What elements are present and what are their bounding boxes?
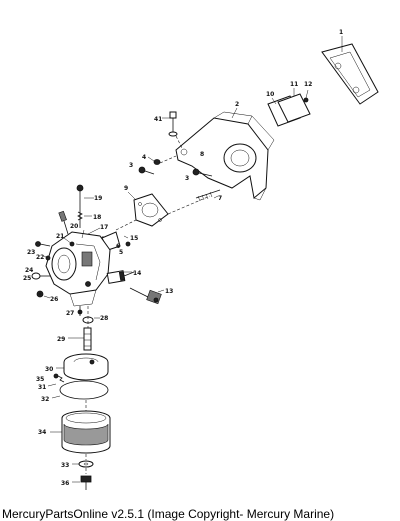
callout-25: 25 <box>23 275 31 282</box>
callout-12: 12 <box>304 81 312 88</box>
callout-18: 18 <box>93 214 101 221</box>
screw-27-part <box>77 306 83 316</box>
reed-block-part <box>267 93 311 127</box>
callout-11: 11 <box>290 81 298 88</box>
callout-22: 22 <box>36 254 44 261</box>
callout-27: 27 <box>66 310 74 317</box>
bolt-8-part <box>192 168 213 177</box>
float-bowl-34-part <box>61 410 111 454</box>
carburetor-body-part <box>45 229 111 307</box>
fitting-13-part <box>129 287 162 305</box>
callout-17: 17 <box>100 224 108 231</box>
callout-3: 3 <box>129 162 133 169</box>
callout-32: 32 <box>41 396 49 403</box>
callout-10: 10 <box>266 91 274 98</box>
callout-29: 29 <box>57 336 65 343</box>
callout-4: 4 <box>142 154 146 161</box>
intake-manifold-part <box>175 111 275 201</box>
bowl-nut-36-part <box>80 475 92 490</box>
callout-23: 23 <box>27 249 35 256</box>
washer-33-part <box>78 460 94 468</box>
callout-21: 21 <box>56 233 64 240</box>
gasket-plate-part <box>321 43 379 105</box>
callout-24: 24 <box>25 267 33 274</box>
needle-24-part <box>31 272 50 280</box>
callout-41: 41 <box>154 116 162 123</box>
callout-20: 20 <box>70 223 78 230</box>
gasket-9-part <box>133 193 169 227</box>
inlet-fitting-14-part <box>106 270 135 284</box>
callout-6: 6 <box>116 243 120 250</box>
bolt-41-part <box>168 111 178 137</box>
callout-2: 2 <box>235 101 239 108</box>
nut-4-part <box>153 159 161 165</box>
callout-31: 31 <box>38 384 46 391</box>
callout-19: 19 <box>94 195 102 202</box>
callout-34: 34 <box>38 429 46 436</box>
tube-29-part <box>83 327 92 351</box>
screw-3-part <box>138 166 155 175</box>
callout-14: 14 <box>133 270 141 277</box>
choke-rod-19-part <box>76 184 84 228</box>
callout-7: 7 <box>218 195 222 202</box>
callout-5: 5 <box>119 249 123 256</box>
spring-18-part <box>77 211 83 221</box>
callout-13: 13 <box>165 288 173 295</box>
callout-9: 9 <box>124 185 128 192</box>
callout-30: 30 <box>45 366 53 373</box>
float-ring-30-part <box>63 353 109 381</box>
callout-8: 8 <box>200 151 204 158</box>
callout-28: 28 <box>100 315 108 322</box>
nut-26-part <box>36 290 44 298</box>
callout-15: 15 <box>130 235 138 242</box>
callout-3b: 3 <box>185 175 189 182</box>
copyright-caption: MercuryPartsOnline v2.5.1 (Image Copyrig… <box>2 507 335 521</box>
oring-32-part <box>59 380 109 400</box>
callout-1: 1 <box>339 29 343 36</box>
screw-20-part <box>58 210 69 235</box>
callout-26: 26 <box>50 296 58 303</box>
screw-23-part <box>35 241 51 247</box>
callout-33: 33 <box>61 462 69 469</box>
callout-35: 35 <box>36 376 44 383</box>
callout-36: 36 <box>61 480 69 487</box>
stud-7-part <box>195 189 221 202</box>
screw-35-part <box>53 373 65 383</box>
